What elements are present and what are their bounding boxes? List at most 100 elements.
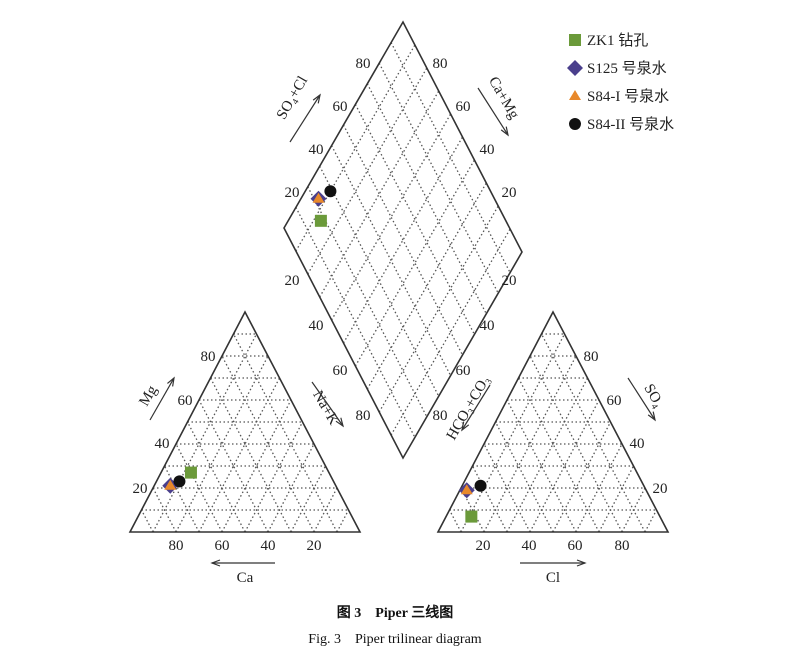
cl-tick-label: 80 xyxy=(615,538,630,554)
so4-arrow-icon-head xyxy=(647,411,656,422)
camg-tick-label: 20 xyxy=(502,185,517,201)
cation-point-circle xyxy=(173,475,186,488)
camg-tick-label: 40 xyxy=(480,142,495,158)
nak-tick-label: 20 xyxy=(285,273,300,289)
anion-triangle-gridline xyxy=(529,355,623,533)
anion-triangle-gridline xyxy=(506,399,577,533)
anion-triangle-gridline xyxy=(448,509,462,533)
cl-axis-title: Cl xyxy=(546,570,560,586)
diamond-gridline xyxy=(390,42,511,273)
camg-tick-label: 60 xyxy=(456,99,471,115)
legend-marker-triangle xyxy=(569,90,581,100)
lower-right-tick-label: 80 xyxy=(433,408,448,424)
diamond-gridline xyxy=(331,113,452,321)
anion-triangle-gridline xyxy=(540,333,646,533)
cation-triangle-gridline xyxy=(209,377,292,533)
nak-tick-label: 80 xyxy=(356,408,371,424)
diamond-gridline xyxy=(354,159,475,367)
diamond-point-circle xyxy=(324,185,337,198)
camg-axis-title: Ca+Mg xyxy=(485,74,522,122)
ca-tick-label: 20 xyxy=(307,538,322,554)
so4-tick-label: 60 xyxy=(607,393,622,409)
nak-tick-label: 40 xyxy=(309,318,324,334)
cation-triangle-outline xyxy=(128,310,362,533)
diamond-outline xyxy=(283,20,523,460)
cation-triangle-gridline xyxy=(290,465,327,533)
diamond-gridline xyxy=(378,62,499,294)
legend-label: S84-I 号泉水 xyxy=(587,88,669,105)
cation-triangle-gridline xyxy=(186,421,246,533)
mg-tick-label: 20 xyxy=(133,481,148,497)
hco3-axis-title: HCO₃+CO₃ xyxy=(444,373,494,443)
nak-arrow-icon xyxy=(311,381,344,427)
hco3-arrow-icon xyxy=(461,384,491,431)
cation-triangle-gridline xyxy=(152,487,177,533)
anion-point-circle xyxy=(474,479,487,492)
diamond-gridline xyxy=(342,124,464,356)
mg-arrow-icon xyxy=(149,377,175,421)
so4-axis-title: SO₄ xyxy=(640,381,666,410)
anion-triangle-gridline xyxy=(575,443,623,533)
diamond-gridline xyxy=(366,83,487,315)
anion-triangle-gridline xyxy=(483,355,577,533)
ca-tick-label: 80 xyxy=(169,538,184,554)
hco3-arrow-icon-head xyxy=(461,421,470,432)
diamond-gridline xyxy=(307,67,428,275)
so4-tick-label: 40 xyxy=(630,436,645,452)
cl-tick-label: 40 xyxy=(522,538,537,554)
cation-triangle-gridline xyxy=(163,465,200,533)
mg-tick-label: 80 xyxy=(201,349,216,365)
lower-right-tick-label: 40 xyxy=(480,318,495,334)
mg-tick-label: 60 xyxy=(178,393,193,409)
lower-right-tick-label: 20 xyxy=(502,273,517,289)
lower-right-tick-label: 60 xyxy=(456,363,471,379)
diamond-point-triangle xyxy=(312,192,325,203)
anion-triangle-gridline xyxy=(460,333,566,533)
legend-marker-square xyxy=(569,34,581,46)
cation-point-triangle xyxy=(164,479,177,490)
cation-triangle-gridline xyxy=(232,333,338,533)
cation-triangle-gridline xyxy=(152,333,258,533)
cation-triangle-gridline xyxy=(221,355,315,533)
legend-label: S84-II 号泉水 xyxy=(587,116,674,133)
camg-tick-label: 80 xyxy=(433,56,448,72)
cation-triangle-gridline xyxy=(198,399,269,533)
legend-marker-circle xyxy=(569,118,581,130)
so4-tick-label: 80 xyxy=(584,349,599,365)
diamond-gridline xyxy=(307,186,428,418)
camg-arrow-icon xyxy=(477,87,509,136)
diamond-gridline xyxy=(319,90,440,298)
cation-triangle-gridline xyxy=(244,421,304,533)
cl-tick-label: 20 xyxy=(476,538,491,554)
so4-arrow-icon xyxy=(627,377,656,421)
cation-triangle-gridline xyxy=(198,377,281,533)
so4cl-tick-label: 80 xyxy=(356,56,371,72)
nak-arrow-icon-head xyxy=(335,417,344,428)
so4cl-tick-label: 40 xyxy=(309,142,324,158)
figure-caption-en: Fig. 3 Piper trilinear diagram xyxy=(308,632,482,647)
mg-arrow-icon-head xyxy=(167,376,175,387)
legend-label: ZK1 钻孔 xyxy=(587,32,648,49)
so4cl-tick-label: 60 xyxy=(333,99,348,115)
camg-arrow-icon-head xyxy=(500,126,509,137)
so4cl-tick-label: 20 xyxy=(285,185,300,201)
so4cl-arrow-icon xyxy=(289,94,321,143)
cation-triangle-gridline xyxy=(267,443,315,533)
mg-axis-title: Mg xyxy=(136,383,161,409)
anion-triangle-gridline xyxy=(517,377,600,533)
cation-triangle-gridline xyxy=(140,509,154,533)
anion-point-triangle xyxy=(460,484,473,495)
ca-tick-label: 60 xyxy=(215,538,230,554)
figure-caption: 图 3 Piper 三线图 xyxy=(336,606,454,621)
cation-point-square xyxy=(184,466,197,479)
mg-tick-label: 40 xyxy=(155,436,170,452)
diamond-point-square xyxy=(314,214,327,227)
anion-triangle-gridline xyxy=(471,465,508,533)
anion-point-square xyxy=(465,510,478,523)
legend-marker-diamond xyxy=(567,60,583,76)
so4cl-arrow-icon-head xyxy=(312,93,321,104)
diamond-gridline xyxy=(319,165,440,397)
diamond-gridline xyxy=(331,145,452,376)
anion-triangle-gridline xyxy=(598,465,635,533)
